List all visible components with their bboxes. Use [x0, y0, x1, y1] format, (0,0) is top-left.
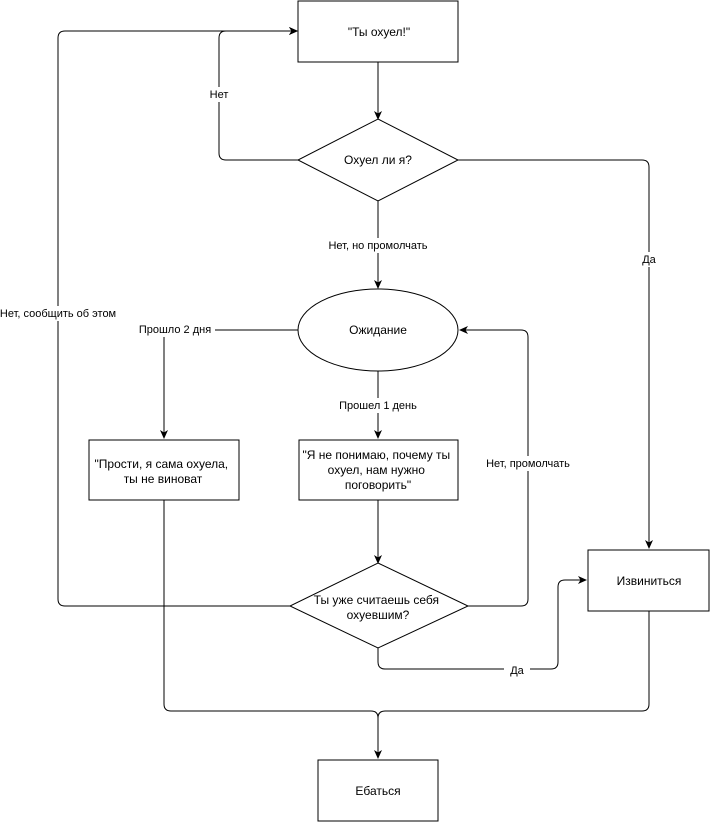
- edge-q1-yes: [458, 159, 653, 549]
- node-talk-line-1: "Я не понимаю, почему ты: [302, 448, 450, 462]
- node-apologize: [587, 549, 710, 612]
- node-wait-text: Ожидание: [349, 323, 407, 337]
- edge-sorry-to-end: [163, 500, 382, 759]
- node-end: [317, 759, 439, 822]
- edge-label-q2-no-silent: Нет, промолчать: [486, 458, 570, 470]
- node-sorry-self-line-1: "Прости, я сама охуела,: [95, 457, 229, 471]
- node-end-text: Ебаться: [355, 784, 400, 798]
- node-q2-line-1: Ты уже считаешь себя: [314, 593, 439, 607]
- edge-label-wait-1day: Прошел 1 день: [339, 400, 417, 412]
- node-talk-line-2: охуел, нам нужно: [328, 463, 426, 477]
- node-q1: [296, 118, 460, 202]
- node-q1-text: Охуел ли я?: [344, 153, 412, 167]
- node-sorry-self: [88, 439, 240, 501]
- node-q2-text: Ты уже считаешь себя охуевшим?: [314, 593, 443, 622]
- edge-wait-2days: [160, 329, 298, 439]
- node-start-text: "Ты охуел!": [348, 25, 410, 39]
- edge-label-q1-silent: Нет, но промолчать: [328, 240, 427, 252]
- edge-label-q2-no-tell: Нет, сообщить об этом: [0, 308, 116, 320]
- edge-apologize-to-end: [377, 611, 650, 719]
- node-wait: [297, 288, 459, 372]
- node-apologize-text: Извиниться: [617, 574, 682, 588]
- node-sorry-self-line-2: ты не виноват: [124, 472, 203, 486]
- node-q2-line-2: охуевшим?: [347, 608, 410, 622]
- node-q2: [288, 562, 470, 649]
- edge-label-q1-yes: Да: [642, 254, 656, 266]
- node-talk-line-3: поговорить": [345, 478, 411, 492]
- node-talk: [298, 439, 459, 501]
- node-talk-text: "Я не понимаю, почему ты охуел, нам нужн…: [302, 448, 453, 492]
- edge-label-q1-no: Нет: [210, 89, 229, 101]
- node-sorry-self-text: "Прости, я сама охуела, ты не виноват: [95, 457, 232, 486]
- node-start: [297, 0, 459, 63]
- edge-label-q2-yes: Да: [510, 665, 524, 677]
- edge-label-wait-2days: Прошло 2 дня: [139, 324, 211, 336]
- edge-q2-yes: [377, 576, 587, 670]
